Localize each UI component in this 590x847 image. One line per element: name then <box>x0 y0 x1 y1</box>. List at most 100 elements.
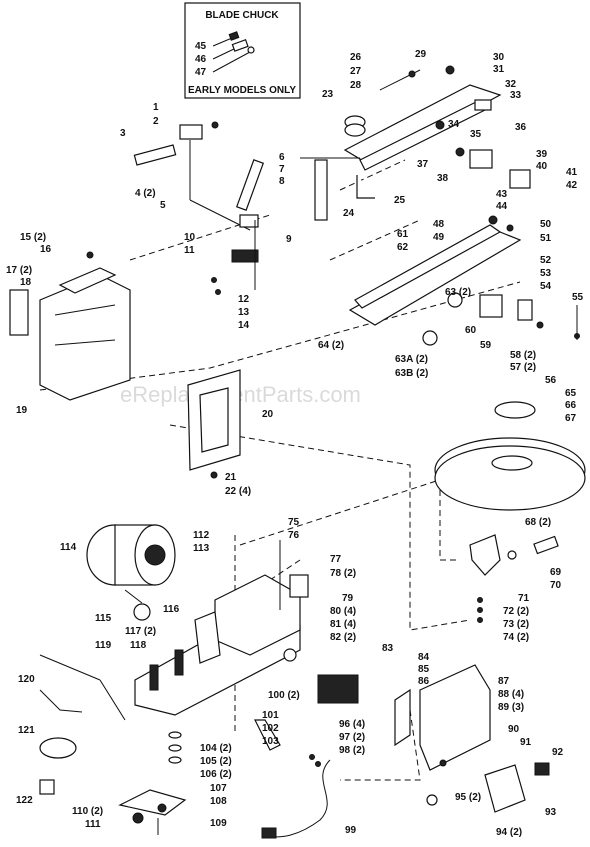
label-31: 31 <box>493 64 505 75</box>
label-35: 35 <box>470 129 482 140</box>
label-26: 26 <box>350 52 362 63</box>
guard-19 <box>39 274 131 401</box>
label-59: 59 <box>480 340 492 351</box>
label-47: 47 <box>195 67 207 78</box>
label-120: 120 <box>18 674 35 685</box>
plate-18 <box>9 289 29 336</box>
label-79: 79 <box>342 593 354 604</box>
label-58: 58 (2) <box>510 350 536 361</box>
label-28: 28 <box>350 80 362 91</box>
label-16: 16 <box>40 244 52 255</box>
switch-91 <box>484 764 526 813</box>
box-83 <box>317 674 359 704</box>
label-23: 23 <box>322 89 334 100</box>
label-98: 98 (2) <box>339 745 365 756</box>
label-17: 17 (2) <box>6 265 32 276</box>
label-15: 15 (2) <box>20 232 46 243</box>
label-89: 89 (3) <box>498 702 524 713</box>
plate-16 <box>58 267 117 294</box>
chuck-screw-icon <box>228 31 240 41</box>
label-30: 30 <box>493 52 505 63</box>
guide-block-41 <box>509 169 531 189</box>
bracket-77 <box>289 574 309 598</box>
label-95: 95 (2) <box>455 792 481 803</box>
label-86: 86 <box>418 676 430 687</box>
label-54: 54 <box>540 281 552 292</box>
clamp-86 <box>394 688 411 747</box>
label-77: 77 <box>330 554 342 565</box>
label-84: 84 <box>418 652 430 663</box>
label-56: 56 <box>545 375 557 386</box>
label-102: 102 <box>262 723 279 734</box>
label-81: 81 (4) <box>330 619 356 630</box>
guide-bracket-38 <box>469 149 493 169</box>
label-38: 38 <box>437 173 449 184</box>
switch-assembly <box>261 540 550 839</box>
label-113: 113 <box>193 543 210 554</box>
label-2: 2 <box>153 116 159 127</box>
upper-arm-assembly <box>300 65 531 221</box>
motor-assembly <box>86 524 176 621</box>
label-29: 29 <box>415 49 427 60</box>
label-94: 94 (2) <box>496 827 522 838</box>
knob-37-icon <box>455 147 465 157</box>
label-103: 103 <box>262 736 279 747</box>
label-100: 100 (2) <box>268 690 300 701</box>
bracket-60 <box>479 294 503 318</box>
disc-121 <box>39 737 77 759</box>
label-22: 22 (4) <box>225 486 251 497</box>
label-33: 33 <box>510 90 522 101</box>
chuck-washer-icon <box>247 46 255 54</box>
label-11: 11 <box>184 245 195 256</box>
label-69: 69 <box>550 567 562 578</box>
inset-title: BLADE CHUCK <box>205 10 279 21</box>
label-112: 112 <box>193 530 210 541</box>
label-42: 42 <box>566 180 578 191</box>
tension-assembly <box>133 121 265 295</box>
cord-99 <box>264 759 331 838</box>
label-108: 108 <box>210 796 227 807</box>
pulley-115 <box>133 603 151 621</box>
knob-63-icon <box>447 292 463 308</box>
part-labels: 1 2 3 4 (2) 5 6 7 8 9 10 11 12 13 14 15 … <box>6 49 584 838</box>
label-21: 21 <box>225 472 237 483</box>
label-64: 64 (2) <box>318 340 344 351</box>
label-96: 96 (4) <box>339 719 365 730</box>
label-8: 8 <box>279 176 285 187</box>
label-45: 45 <box>195 41 207 52</box>
label-46: 46 <box>195 54 207 65</box>
clip-122 <box>39 779 55 795</box>
label-76: 76 <box>288 530 300 541</box>
label-83: 83 <box>382 643 394 654</box>
label-50: 50 <box>540 219 552 230</box>
label-101: 101 <box>262 710 279 721</box>
wrench-120 <box>39 689 83 713</box>
insert-66 <box>491 455 533 471</box>
accessories <box>39 654 126 795</box>
label-82: 82 (2) <box>330 632 356 643</box>
label-116: 116 <box>163 604 180 615</box>
block-54 <box>517 299 533 321</box>
label-48: 48 <box>433 219 445 230</box>
label-63: 63 (2) <box>445 287 471 298</box>
label-32: 32 <box>505 79 517 90</box>
foot-plate-109 <box>118 789 187 816</box>
label-10: 10 <box>184 232 196 243</box>
lower-arm-assembly <box>348 215 580 346</box>
label-87: 87 <box>498 676 510 687</box>
table-assembly <box>434 401 586 623</box>
label-12: 12 <box>238 294 250 305</box>
label-7: 7 <box>279 164 285 175</box>
label-91: 91 <box>520 737 532 748</box>
label-14: 14 <box>238 320 250 331</box>
block-2 <box>179 124 203 140</box>
key-92 <box>534 762 550 776</box>
label-63a: 63A (2) <box>395 354 428 365</box>
bracket-116 <box>194 611 221 664</box>
label-110: 110 (2) <box>72 806 103 817</box>
blade-guard-24 <box>314 159 328 221</box>
label-13: 13 <box>238 307 250 318</box>
label-90: 90 <box>508 724 520 735</box>
label-60: 60 <box>465 325 477 336</box>
